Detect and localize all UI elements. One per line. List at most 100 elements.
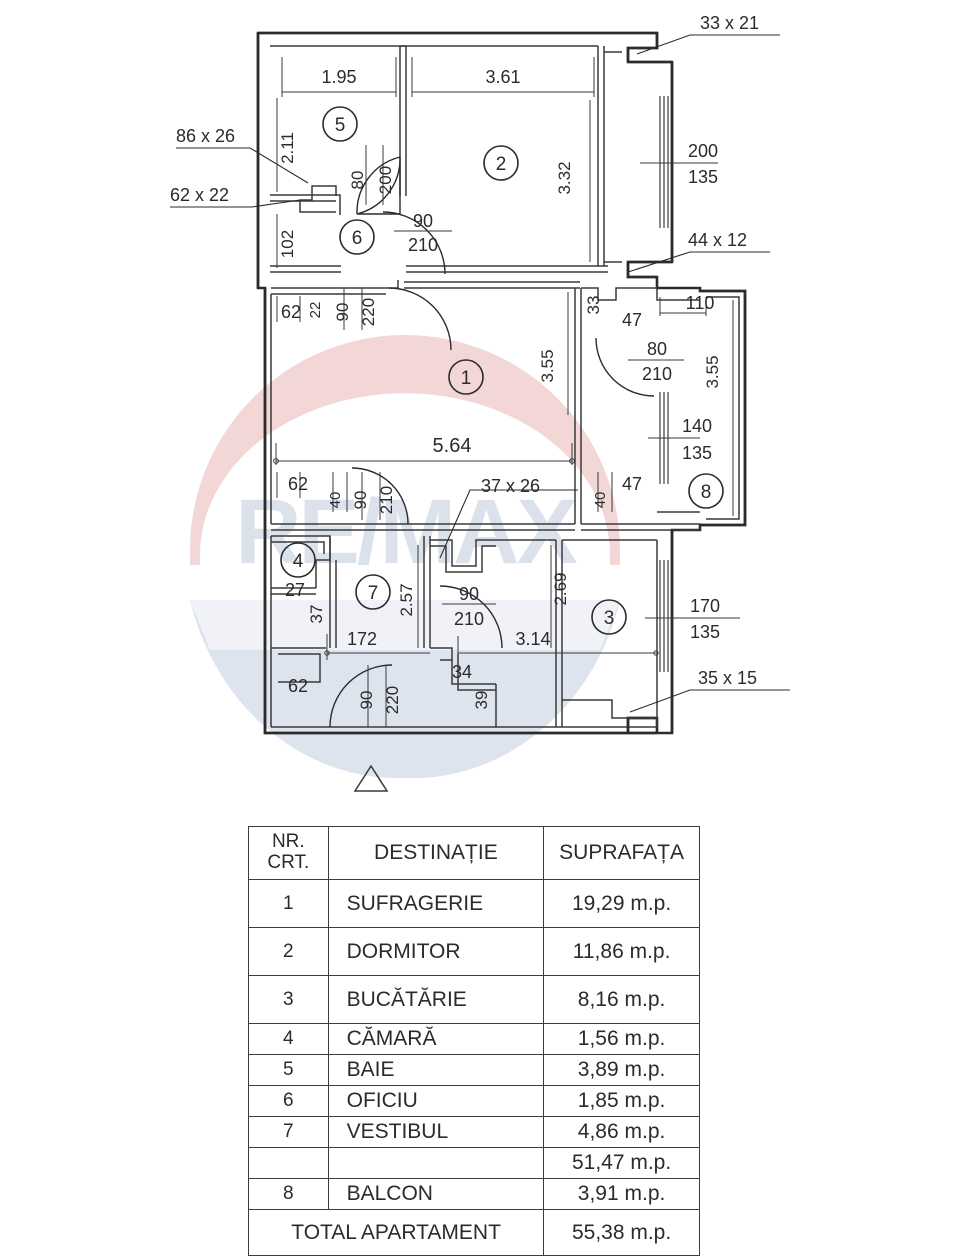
- table-header-row: NR. CRT. DESTINAȚIE SUPRAFAȚA: [248, 826, 700, 880]
- cell-subtotal: 51,47 m.p.: [543, 1147, 700, 1179]
- cell-dest: BUCĂTĂRIE: [327, 975, 545, 1024]
- room-marker-7: 7: [355, 574, 391, 610]
- window-width-2: 140: [682, 416, 712, 436]
- door-height-1: 200: [376, 166, 395, 194]
- room-number-1: 1: [461, 368, 472, 389]
- door-90-210-kitchen: 90 210: [439, 584, 503, 649]
- dim-211: 2.11: [278, 132, 297, 164]
- cell-nr: 4: [248, 1023, 329, 1055]
- callout-5: 37 x 26: [481, 476, 540, 496]
- callout-37x26: 37 x 26: [439, 476, 578, 559]
- dim-40a: 40: [327, 492, 344, 509]
- table-row: 5 BAIE 3,89 m.p.: [248, 1054, 700, 1086]
- door-90-220-vestibul: 90 210: [351, 467, 409, 525]
- dimension-195: [281, 57, 397, 97]
- middle-block-walls: [263, 280, 747, 531]
- cell-nr: 2: [248, 927, 329, 976]
- dim-102: 102: [278, 230, 297, 258]
- room-number-6: 6: [352, 228, 363, 249]
- north-marker-icon: [353, 764, 389, 792]
- bottom-block-walls: [263, 530, 674, 735]
- cell-dest: BAIE: [327, 1054, 545, 1086]
- dimension-361: [411, 57, 595, 97]
- window-200-135: [640, 96, 718, 228]
- window-width-3: 170: [690, 596, 720, 616]
- dim-27: 27: [285, 580, 305, 600]
- callout-62x22: 62 x 22: [170, 185, 301, 208]
- door-width-3: 90: [333, 303, 352, 322]
- table-row-total: TOTAL APARTAMENT 55,38 m.p.: [247, 1209, 700, 1256]
- dimension-62-top: [276, 296, 301, 322]
- cell-nr: 3: [248, 975, 329, 1024]
- dim-269: 2.69: [551, 572, 570, 605]
- table-row: 3 BUCĂTĂRIE 8,16 m.p.: [248, 975, 700, 1024]
- dim-332: 3.32: [555, 161, 574, 194]
- window-140-135: [648, 392, 700, 484]
- table-row: 1 SUFRAGERIE 19,29 m.p.: [248, 879, 700, 928]
- callout-2: 86 x 26: [176, 126, 235, 146]
- dim-22: 22: [307, 302, 324, 319]
- dim-355-left: 3.55: [538, 349, 557, 382]
- dimension-314: [457, 636, 659, 660]
- header-suprafata: SUPRAFAȚA: [543, 826, 700, 880]
- dimension-bottom-markers: [276, 472, 613, 512]
- room-marker-1: 1: [448, 359, 484, 395]
- dim-62a: 62: [281, 302, 301, 322]
- cell-dest: [327, 1147, 545, 1179]
- callout-44x12: 44 x 12: [627, 230, 770, 273]
- callout-3: 62 x 22: [170, 185, 229, 205]
- cell-nr: 5: [248, 1054, 329, 1086]
- dim-195: 1.95: [321, 67, 356, 87]
- room-number-4: 4: [293, 551, 304, 572]
- door-80-200: 80 200: [348, 145, 401, 215]
- door-width-2: 90: [413, 211, 433, 231]
- room-number-5: 5: [335, 115, 346, 136]
- door-width-5: 90: [351, 491, 370, 510]
- table-row: 4 CĂMARĂ 1,56 m.p.: [248, 1023, 700, 1055]
- dim-39: 39: [472, 691, 491, 710]
- cell-dest: CĂMARĂ: [327, 1023, 545, 1055]
- window-170-135: [645, 560, 740, 672]
- door-height-6: 210: [454, 609, 484, 629]
- door-80-210-balcony: 80 210: [595, 337, 684, 397]
- dim-62c: 62: [288, 676, 308, 696]
- area-table: NR. CRT. DESTINAȚIE SUPRAFAȚA 1 SUFRAGER…: [247, 826, 700, 1256]
- window-height-1: 135: [688, 167, 718, 187]
- cell-dest: VESTIBUL: [327, 1116, 545, 1148]
- door-width-6: 90: [459, 584, 479, 604]
- dim-37: 37: [307, 605, 326, 624]
- header-nr-crt: NR. CRT.: [248, 826, 329, 880]
- total-value: 55,38 m.p.: [543, 1209, 700, 1256]
- dim-33: 33: [584, 296, 603, 315]
- cell-sup: 4,86 m.p.: [543, 1116, 700, 1148]
- window-height-2: 135: [682, 443, 712, 463]
- room-marker-2: 2: [483, 145, 519, 181]
- cell-nr: 7: [248, 1116, 329, 1148]
- dim-62b: 62: [288, 474, 308, 494]
- door-90-220-entry: 90 220: [329, 664, 402, 728]
- cell-sup: 1,85 m.p.: [543, 1085, 700, 1117]
- cell-nr: 1: [248, 879, 329, 928]
- callout-4: 44 x 12: [688, 230, 747, 250]
- table-row: 2 DORMITOR 11,86 m.p.: [248, 927, 700, 976]
- room-marker-8: 8: [688, 473, 724, 509]
- total-label: TOTAL APARTAMENT: [247, 1209, 545, 1256]
- dim-355-right: 3.55: [703, 355, 722, 388]
- table-row-subtotal: 51,47 m.p.: [248, 1147, 700, 1179]
- cell-sup: 11,86 m.p.: [543, 927, 700, 976]
- room-number-7: 7: [368, 583, 379, 604]
- dim-47b: 47: [622, 474, 642, 494]
- dim-564: 5.64: [433, 435, 472, 457]
- callout-35x15: 35 x 15: [629, 668, 790, 713]
- dim-257: 2.57: [397, 583, 416, 616]
- door-width-7: 90: [357, 691, 376, 710]
- room-number-8: 8: [701, 482, 712, 503]
- dim-40b: 40: [592, 492, 609, 509]
- door-height-4: 210: [642, 364, 672, 384]
- dim-110: 110: [686, 293, 715, 313]
- cell-dest: SUFRAGERIE: [327, 879, 545, 928]
- top-block-walls: [256, 31, 674, 288]
- cell-dest: BALCON: [327, 1178, 545, 1210]
- header-destinatie: DESTINAȚIE: [327, 826, 545, 880]
